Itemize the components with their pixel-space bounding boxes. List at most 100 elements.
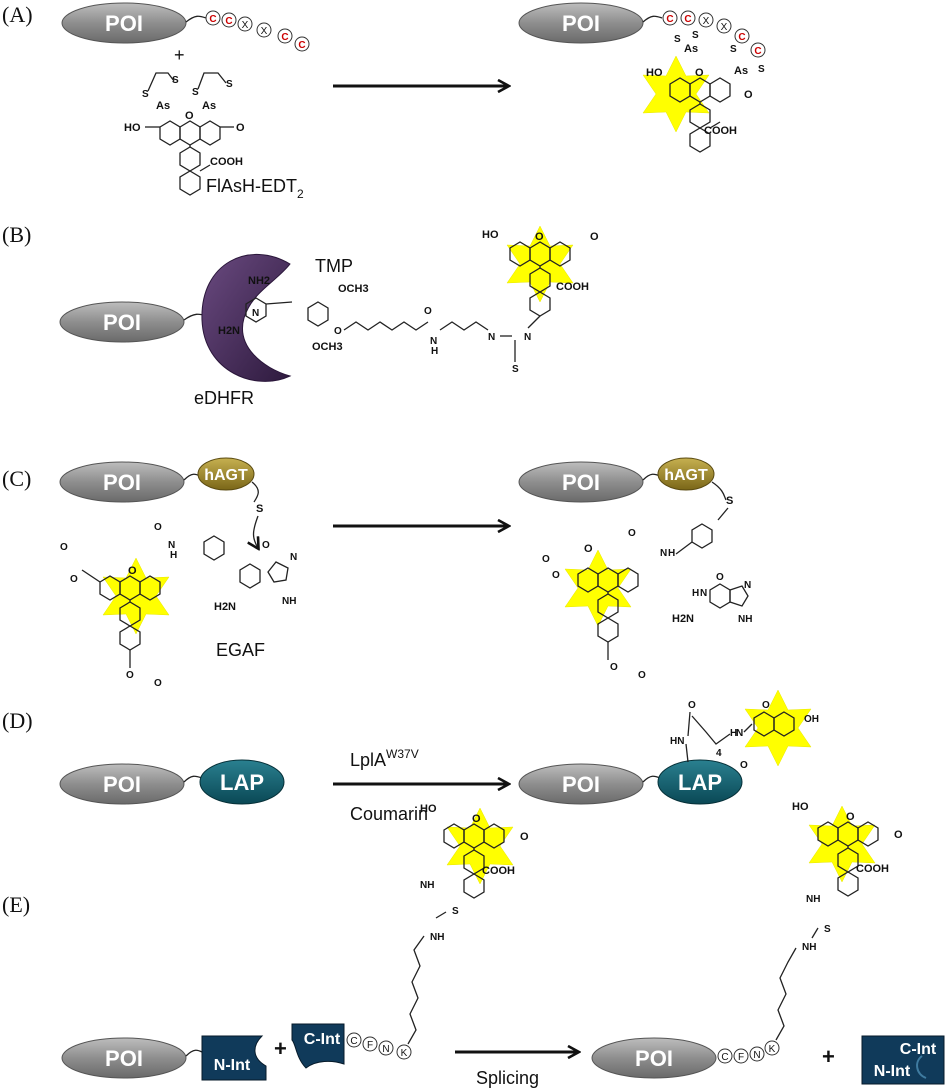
panel-label-c: (C) xyxy=(2,466,31,491)
peptide-tag-a-left: C C X X C C xyxy=(205,10,310,52)
svg-text:POI: POI xyxy=(105,11,143,36)
hagt-tag-right: hAGT xyxy=(657,457,715,491)
svg-text:POI: POI xyxy=(105,1046,143,1071)
svg-text:O: O xyxy=(740,760,748,771)
poi-ellipse-d-right: POI xyxy=(518,763,644,805)
n-intein-left: N-Int xyxy=(201,1035,267,1081)
svg-text:LAP: LAP xyxy=(678,770,722,795)
egaf-label: EGAF xyxy=(216,640,265,660)
linker-d-right xyxy=(642,775,661,783)
edhfr-crescent xyxy=(201,254,292,382)
svg-text:O: O xyxy=(894,829,903,841)
svg-text:O: O xyxy=(638,670,646,681)
tmp-fluorescein-molecule: NH2 H2N N OCH3 OCH3 O O N H N S N xyxy=(218,275,531,375)
svg-text:C: C xyxy=(754,46,761,57)
svg-text:COOH: COOH xyxy=(210,156,243,168)
svg-text:N: N xyxy=(744,580,751,591)
plus-a: + xyxy=(174,45,185,65)
svg-text:O: O xyxy=(424,306,432,317)
svg-text:O: O xyxy=(185,110,194,122)
svg-text:N: N xyxy=(488,332,495,343)
svg-text:POI: POI xyxy=(562,11,600,36)
svg-text:O: O xyxy=(128,565,137,577)
svg-text:OCH3: OCH3 xyxy=(312,341,343,353)
fluorescein-c-left: O O O O O xyxy=(60,542,170,689)
poi-ellipse-c-right: POI xyxy=(518,461,644,503)
svg-text:N: N xyxy=(430,336,437,347)
svg-text:C: C xyxy=(281,32,288,43)
svg-text:H2N: H2N xyxy=(218,325,240,337)
poi-ellipse-e-right: POI xyxy=(591,1037,717,1079)
svg-text:N: N xyxy=(382,1044,389,1055)
svg-text:O: O xyxy=(60,542,68,553)
svg-text:S: S xyxy=(142,89,149,100)
svg-text:POI: POI xyxy=(562,470,600,495)
plus-e-left: + xyxy=(274,1036,287,1061)
svg-text:O: O xyxy=(552,570,560,581)
svg-text:C: C xyxy=(721,1052,728,1063)
svg-text:C: C xyxy=(209,14,216,25)
svg-text:X: X xyxy=(703,16,710,27)
svg-text:N-Int: N-Int xyxy=(874,1063,911,1080)
svg-text:C: C xyxy=(666,14,673,25)
svg-text:hAGT: hAGT xyxy=(204,467,248,484)
svg-text:O: O xyxy=(610,662,618,673)
svg-text:NH2: NH2 xyxy=(248,275,270,287)
svg-text:OCH3: OCH3 xyxy=(338,283,369,295)
fluorescein-c-right: O O O O O xyxy=(542,543,646,681)
svg-text:NH: NH xyxy=(282,596,296,607)
svg-text:O: O xyxy=(846,811,855,823)
svg-text:O: O xyxy=(334,326,342,337)
svg-text:COOH: COOH xyxy=(704,125,737,137)
splicing-label: Splicing xyxy=(476,1068,539,1088)
svg-text:O: O xyxy=(628,528,636,539)
svg-text:O: O xyxy=(744,89,753,101)
svg-text:N-Int: N-Int xyxy=(214,1057,251,1074)
svg-text:O: O xyxy=(762,700,770,711)
svg-text:K: K xyxy=(769,1044,776,1055)
svg-text:S: S xyxy=(192,87,199,98)
svg-text:OH: OH xyxy=(804,714,819,725)
svg-text:S: S xyxy=(674,34,681,45)
svg-text:O: O xyxy=(126,670,134,681)
svg-text:H: H xyxy=(431,346,438,357)
poi-ellipse-d-left: POI xyxy=(59,763,185,805)
svg-text:COOH: COOH xyxy=(482,865,515,877)
svg-text:NH: NH xyxy=(420,880,434,891)
peptide-e-left: C F N K xyxy=(346,1032,412,1060)
svg-text:O: O xyxy=(154,678,162,689)
linker-d-left xyxy=(183,775,203,783)
svg-text:O: O xyxy=(535,231,544,243)
svg-text:S: S xyxy=(692,30,699,41)
svg-text:C: C xyxy=(350,1036,357,1047)
svg-text:C-Int: C-Int xyxy=(900,1041,937,1058)
svg-text:LAP: LAP xyxy=(220,770,264,795)
svg-text:O: O xyxy=(236,122,245,134)
svg-text:N: N xyxy=(753,1050,760,1061)
svg-text:hAGT: hAGT xyxy=(664,467,708,484)
poi-ellipse-a-left: POI xyxy=(61,2,187,44)
svg-text:S: S xyxy=(452,906,459,917)
svg-text:N: N xyxy=(168,540,175,551)
poi-ellipse-a-right: POI xyxy=(518,2,644,44)
flash-name: FlAsH-EDT2 xyxy=(206,176,304,201)
svg-text:POI: POI xyxy=(103,772,141,797)
flash-molecule: O HO O As As S S S S COOH xyxy=(124,72,245,196)
svg-text:F: F xyxy=(738,1052,744,1063)
fluorescein-e-left: O HO O COOH xyxy=(420,803,529,899)
svg-text:O: O xyxy=(70,574,78,585)
svg-text:X: X xyxy=(261,26,268,37)
svg-text:NH: NH xyxy=(430,932,444,943)
svg-text:S: S xyxy=(172,75,179,86)
svg-text:N: N xyxy=(252,308,259,319)
lpla-label: LplAW37V xyxy=(350,747,419,770)
tmp-label: TMP xyxy=(315,256,353,276)
svg-text:N: N xyxy=(290,552,297,563)
svg-text:N: N xyxy=(700,588,707,599)
panel-label-d: (D) xyxy=(2,708,33,733)
panel-label-a: (A) xyxy=(2,2,33,27)
svg-text:H2N: H2N xyxy=(214,601,236,613)
linker-a-right xyxy=(642,15,663,23)
svg-text:C: C xyxy=(225,16,232,27)
svg-text:X: X xyxy=(721,22,728,33)
